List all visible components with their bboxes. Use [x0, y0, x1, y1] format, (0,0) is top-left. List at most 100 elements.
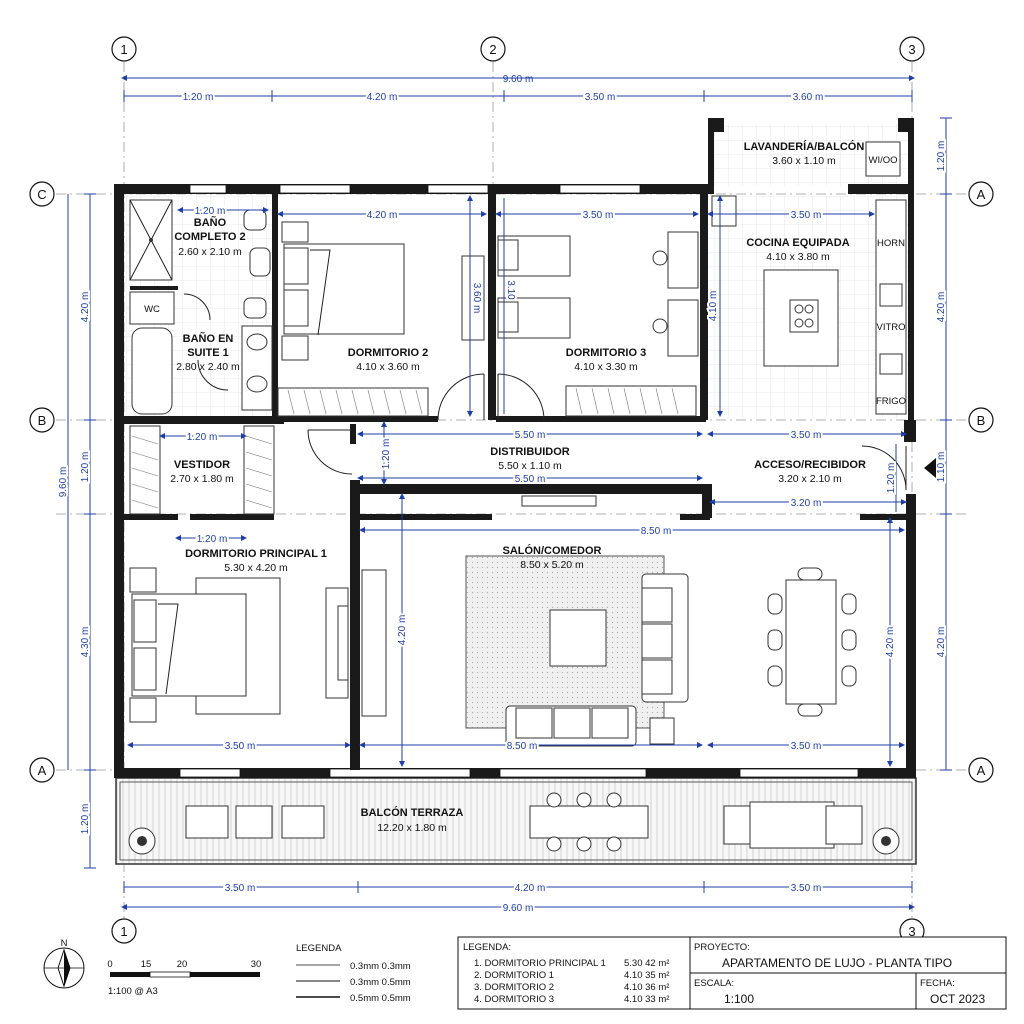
room-dorm3-name: DORMITORIO 3 — [566, 347, 646, 359]
dim-right-seg-2: 4.20 m — [936, 292, 947, 323]
dim-right-seg-1: 1.20 m — [936, 141, 947, 172]
bedroom-2-furniture — [277, 221, 485, 417]
axis-label-top-2: 2 — [489, 42, 496, 57]
dim-comedor-w: 3.50 m — [791, 741, 822, 752]
room-bano1-size: 2.80 x 2.40 m — [176, 361, 240, 373]
line-legend: LEGENDA 0.3mm 0.3mm 0.3mm 0.5mm 0.5mm 0.… — [296, 943, 411, 1004]
room-labels: LAVANDERÍA/BALCÓN 3.60 x 1.10 m BAÑO COM… — [170, 140, 866, 834]
room-distribuidor-size: 5.50 x 1.10 m — [498, 460, 562, 472]
dim-left-seg-1: 4.20 m — [80, 292, 91, 323]
title-block: LEGENDA: 1. DORMITORIO PRINCIPAL 1 5.30 … — [457, 936, 1007, 1010]
walk-in-closet — [129, 425, 275, 515]
project-label: PROYECTO: — [694, 942, 750, 953]
walls — [114, 118, 916, 778]
axis-label-bottom-1: 1 — [120, 924, 127, 939]
project-name: APARTAMENTO DE LUJO - PLANTA TIPO — [722, 956, 952, 970]
dim-bottom-seg-2: 4.20 m — [515, 883, 546, 894]
dim-left-seg-4: 1.20 m — [80, 804, 91, 835]
dim-left-total: 9.60 m — [58, 467, 69, 498]
dim-acceso-w2: 3.20 m — [791, 498, 822, 509]
axis-label-bottom-3: 3 — [908, 924, 915, 939]
dim-cocina-w: 3.50 m — [791, 210, 822, 221]
entrance-arrow-icon — [924, 458, 936, 478]
axis-label-right-a: A — [977, 763, 986, 778]
interior-dimensions: 1.20 m 4.20 m 3.60 m 3.50 m 3.10 3.50 m … — [127, 195, 907, 767]
scale-tick-30: 30 — [251, 959, 262, 970]
dim-salon-w2: 8.50 m — [507, 741, 538, 752]
kitchen-fixtures: HORN VITRO FRIGO — [711, 195, 907, 415]
dim-distrib-h: 1.20 m — [381, 439, 392, 470]
dim-dorm3-w: 3.50 m — [583, 210, 614, 221]
dim-top-total: 9.60 m — [503, 74, 534, 85]
dim-left-seg-2: 1.20 m — [80, 452, 91, 483]
dim-bottom-total: 9.60 m — [503, 903, 534, 914]
axis-label-left-b: B — [38, 413, 47, 428]
room-salon-size: 8.50 x 5.20 m — [520, 559, 584, 571]
schedule-row-3-area: 4.10 36 m² — [624, 982, 669, 993]
room-bano2-name-2: COMPLETO 2 — [174, 231, 245, 243]
dim-salon-w: 8.50 m — [641, 526, 672, 537]
dim-salon-h: 4.20 m — [397, 615, 408, 646]
axis-label-left-a: A — [38, 763, 47, 778]
dim-top-seg-3: 3.50 m — [585, 92, 616, 103]
dim-acceso-w: 3.50 m — [791, 430, 822, 441]
room-salon-name: SALÓN/COMEDOR — [503, 544, 602, 557]
scale-label: ESCALA: — [694, 978, 734, 989]
schedule-row-2-label: 2. DORMITORIO 1 — [474, 970, 554, 981]
balcony-railing — [119, 781, 913, 861]
dim-dorm2-h: 3.60 m — [471, 283, 482, 314]
dim-dp1-w: 1.20 m — [197, 534, 228, 545]
room-dp1-size: 5.30 x 4.20 m — [224, 562, 288, 574]
kitchen-fridge-label: FRIGO — [876, 396, 906, 407]
axis-label-right-b: B — [977, 413, 986, 428]
north-arrow: N — [43, 938, 85, 989]
room-lavanderia-size: 3.60 x 1.10 m — [772, 155, 836, 167]
scale-tick-0: 0 — [107, 959, 112, 970]
room-vestidor-name: VESTIDOR — [174, 459, 230, 471]
dim-distrib-w2: 5.50 m — [515, 474, 546, 485]
axis-label-left-c: C — [37, 187, 46, 202]
scale-value: 1:100 — [724, 992, 754, 1006]
schedule-row-4-area: 4.10 33 m² — [624, 994, 669, 1005]
dim-dp1-w2: 3.50 m — [225, 741, 256, 752]
dim-top-seg-1: 1.20 m — [183, 92, 214, 103]
top-dimensions: 9.60 m 1.20 m 4.20 m 3.50 m 3.60 m — [121, 74, 915, 105]
scale-tick-20: 20 — [177, 959, 188, 970]
axis-label-top-1: 1 — [120, 42, 127, 57]
washer-label: WI/OO — [868, 155, 897, 166]
room-bano1-name-1: BAÑO EN — [183, 332, 234, 345]
schedule-row-4-label: 4. DORMITORIO 3 — [474, 994, 554, 1005]
master-bedroom-furniture — [129, 567, 349, 723]
room-cocina-size: 4.10 x 3.80 m — [766, 251, 830, 263]
room-cocina-name: COCINA EQUIPADA — [746, 237, 849, 249]
dim-cocina-h: 4.10 m — [708, 291, 719, 322]
schedule-row-1-label: 1. DORMITORIO PRINCIPAL 1 — [474, 958, 606, 969]
room-acceso-size: 3.20 x 2.10 m — [778, 473, 842, 485]
dim-right-seg-4: 4.20 m — [936, 627, 947, 658]
bedroom-3-furniture — [497, 231, 699, 417]
room-bano2-name-1: BAÑO — [194, 216, 227, 229]
room-lavanderia-name: LAVANDERÍA/BALCÓN — [744, 140, 865, 153]
dim-dorm2-w: 4.20 m — [367, 210, 398, 221]
dim-bottom-seg-3: 3.50 m — [791, 883, 822, 894]
dim-acceso-h: 1.20 m — [886, 463, 897, 494]
dim-right-seg-3: 1.10 m — [936, 452, 947, 483]
dim-distrib-w: 5.50 m — [515, 430, 546, 441]
room-balcon-name: BALCÓN TERRAZA — [361, 806, 464, 819]
room-acceso-name: ACCESO/RECIBIDOR — [754, 459, 866, 471]
room-dorm2-name: DORMITORIO 2 — [348, 347, 428, 359]
legend-item-2: 0.3mm 0.5mm — [350, 977, 411, 988]
laundry-fixtures: WI/OO — [865, 141, 901, 177]
room-vestidor-size: 2.70 x 1.80 m — [170, 473, 234, 485]
dim-vestidor-w: 1.20 m — [187, 432, 218, 443]
schedule-row-1-area: 5.30 42 m² — [624, 958, 669, 969]
dim-dorm3-h: 3.10 — [505, 280, 516, 300]
room-dorm3-size: 4.10 x 3.30 m — [574, 361, 638, 373]
room-balcon-size: 12.20 x 1.80 m — [377, 822, 447, 834]
room-dorm2-size: 4.10 x 3.60 m — [356, 361, 420, 373]
doors — [183, 293, 936, 491]
axis-label-top-3: 3 — [908, 42, 915, 57]
room-bano2-size: 2.60 x 2.10 m — [178, 246, 242, 258]
scale-caption: 1:100 @ A3 — [108, 986, 158, 997]
